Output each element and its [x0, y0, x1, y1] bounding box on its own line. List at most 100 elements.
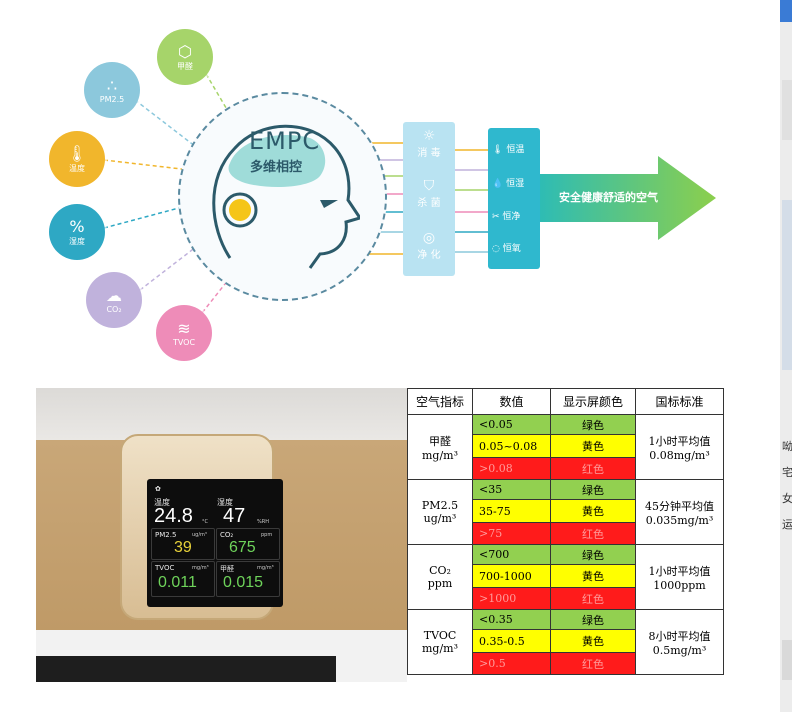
standard-period: 1小时平均值: [648, 434, 711, 448]
indicator-unit: ug/m³: [423, 512, 457, 525]
head-silhouette-icon: [212, 124, 360, 269]
color-cell: 绿色: [550, 544, 636, 565]
formaldehyde-label: 甲醛: [220, 565, 234, 573]
device-photo: ✿ 温度 24.8 °C 湿度 47 %RH PM2.5 ug/m³ 39 CO…: [36, 388, 407, 682]
panel2-item-oxygen: ◌ 恒氧: [492, 241, 538, 254]
standard-period: 45分钟平均值: [645, 499, 714, 513]
table-row: >0.5 红色: [408, 652, 724, 675]
value-cell: 0.05~0.08: [472, 434, 551, 458]
droplet-icon: 💧: [492, 179, 504, 189]
panel-label: 杀 菌: [417, 198, 441, 209]
function-panel: ☼ 消 毒 ⛉ 杀 菌 ◎ 净 化: [403, 122, 455, 276]
value-cell: <0.05: [472, 414, 551, 435]
value-cell: >75: [472, 522, 551, 545]
window-block: [782, 640, 792, 680]
humidity-icon: %: [69, 216, 85, 236]
table-row: PM2.5 ug/m³ <35 绿色 45分钟平均值 0.035mg/m³: [407, 479, 724, 545]
clipped-text: 呦: [782, 440, 792, 453]
formaldehyde-unit: mg/m³: [257, 565, 274, 571]
table-row: >1000 红色: [408, 587, 724, 610]
window-block: [782, 200, 792, 370]
standard-cell: 1小时平均值 1000ppm: [635, 544, 724, 610]
humidity-unit: %RH: [257, 519, 269, 525]
co2-icon: ☁: [106, 285, 122, 305]
formaldehyde-cell: 甲醛 mg/m³ 0.015: [216, 561, 280, 597]
header-indicator: 空气指标: [407, 388, 473, 415]
sensor-tvoc: ≋ TVOC: [156, 305, 212, 361]
indicator-name: TVOC: [423, 629, 457, 642]
temp-unit: °C: [202, 519, 208, 525]
color-cell: 黄色: [550, 499, 636, 523]
header-value: 数值: [472, 388, 551, 415]
indicator-unit: ppm: [427, 577, 453, 590]
color-cell: 绿色: [550, 479, 636, 500]
color-cell: 红色: [550, 587, 636, 610]
standard-cell: 8小时平均值 0.5mg/m³: [635, 609, 724, 675]
sensor-formaldehyde: ⬡ 甲醛: [157, 29, 213, 85]
swirl-icon: ◎: [422, 230, 436, 246]
sensor-pm25: ∴ PM2.5: [84, 62, 140, 118]
adjacent-window-edge[interactable]: 呦 宅、 女 运: [780, 0, 792, 712]
humidity-value: 47: [223, 505, 246, 527]
sensor-label: 温度: [69, 163, 85, 173]
table-row: 700-1000 黄色: [408, 564, 724, 588]
co2-cell: CO₂ ppm 675: [216, 528, 280, 560]
panel2-item-humidity: 💧 恒湿: [492, 176, 538, 189]
co2-value: 675: [229, 539, 256, 556]
value-cell: <700: [472, 544, 551, 565]
shield-icon: ⛉: [423, 178, 435, 194]
device-screen: ✿ 温度 24.8 °C 湿度 47 %RH PM2.5 ug/m³ 39 CO…: [147, 479, 283, 607]
pm25-cell: PM2.5 ug/m³ 39: [151, 528, 215, 560]
clipped-text: 宅、: [782, 466, 792, 479]
value-cell: >0.08: [472, 457, 551, 480]
color-cell: 绿色: [550, 414, 636, 435]
color-cell: 黄色: [550, 629, 636, 653]
sensor-co2: ☁ CO₂: [86, 272, 142, 328]
header-display-color: 显示屏颜色: [550, 388, 636, 415]
window-accent: [780, 0, 792, 22]
thermometer-icon: 🌡: [66, 143, 88, 163]
indicator-name: 甲醛: [429, 434, 451, 448]
output-arrow-icon: [540, 156, 716, 240]
value-cell: 0.35-0.5: [472, 629, 551, 653]
tvoc-unit: mg/m³: [192, 565, 209, 571]
panel-label: 净 化: [417, 250, 441, 261]
value-cell: 700-1000: [472, 564, 551, 588]
tvoc-cell: TVOC mg/m³ 0.011: [151, 561, 215, 597]
sensor-label: 甲醛: [177, 61, 193, 71]
tvoc-value: 0.011: [158, 574, 197, 591]
panel2-label: 恒湿: [506, 179, 525, 189]
table-header-row: 空气指标 数值 显示屏颜色 国标标准: [407, 388, 724, 415]
temp-label: 温度: [154, 498, 170, 507]
table-row: >75 红色: [408, 522, 724, 545]
standard-cell: 45分钟平均值 0.035mg/m³: [635, 479, 724, 545]
header-national-standard: 国标标准: [635, 388, 724, 415]
pm25-label: PM2.5: [155, 531, 177, 539]
panel2-label: 恒净: [502, 212, 521, 222]
panel-label: 消 毒: [417, 148, 441, 159]
indicator-cell: 甲醛 mg/m³: [407, 414, 473, 480]
panel-item-disinfect: ☼ 消 毒: [403, 128, 455, 159]
table-row: TVOC mg/m³ <0.35 绿色 8小时平均值 0.5mg/m³: [407, 609, 724, 675]
window-block: [782, 80, 792, 140]
panel-item-sterilize: ⛉ 杀 菌: [403, 178, 455, 209]
humidity-label: 湿度: [217, 498, 233, 507]
value-cell: <0.35: [472, 609, 551, 630]
indicator-unit: mg/m³: [421, 642, 459, 655]
device-slot: [36, 656, 336, 682]
color-cell: 绿色: [550, 609, 636, 630]
indicator-cell: PM2.5 ug/m³: [407, 479, 473, 545]
co2-label: CO₂: [220, 531, 234, 539]
color-cell: 黄色: [550, 434, 636, 458]
panel2-label: 恒氧: [502, 244, 521, 254]
empc-brand: EMPC: [249, 127, 321, 155]
value-cell: <35: [472, 479, 551, 500]
panel-item-purify: ◎ 净 化: [403, 230, 455, 261]
sensor-label: 湿度: [69, 236, 85, 246]
indicator-name: PM2.5: [421, 499, 459, 512]
filter-icon: ✂: [492, 212, 500, 222]
table-row: CO₂ ppm <700 绿色 1小时平均值 1000ppm: [407, 544, 724, 610]
sun-icon: ☼: [422, 128, 436, 144]
color-cell: 红色: [550, 652, 636, 675]
standard-value: 0.5mg/m³: [652, 643, 707, 657]
